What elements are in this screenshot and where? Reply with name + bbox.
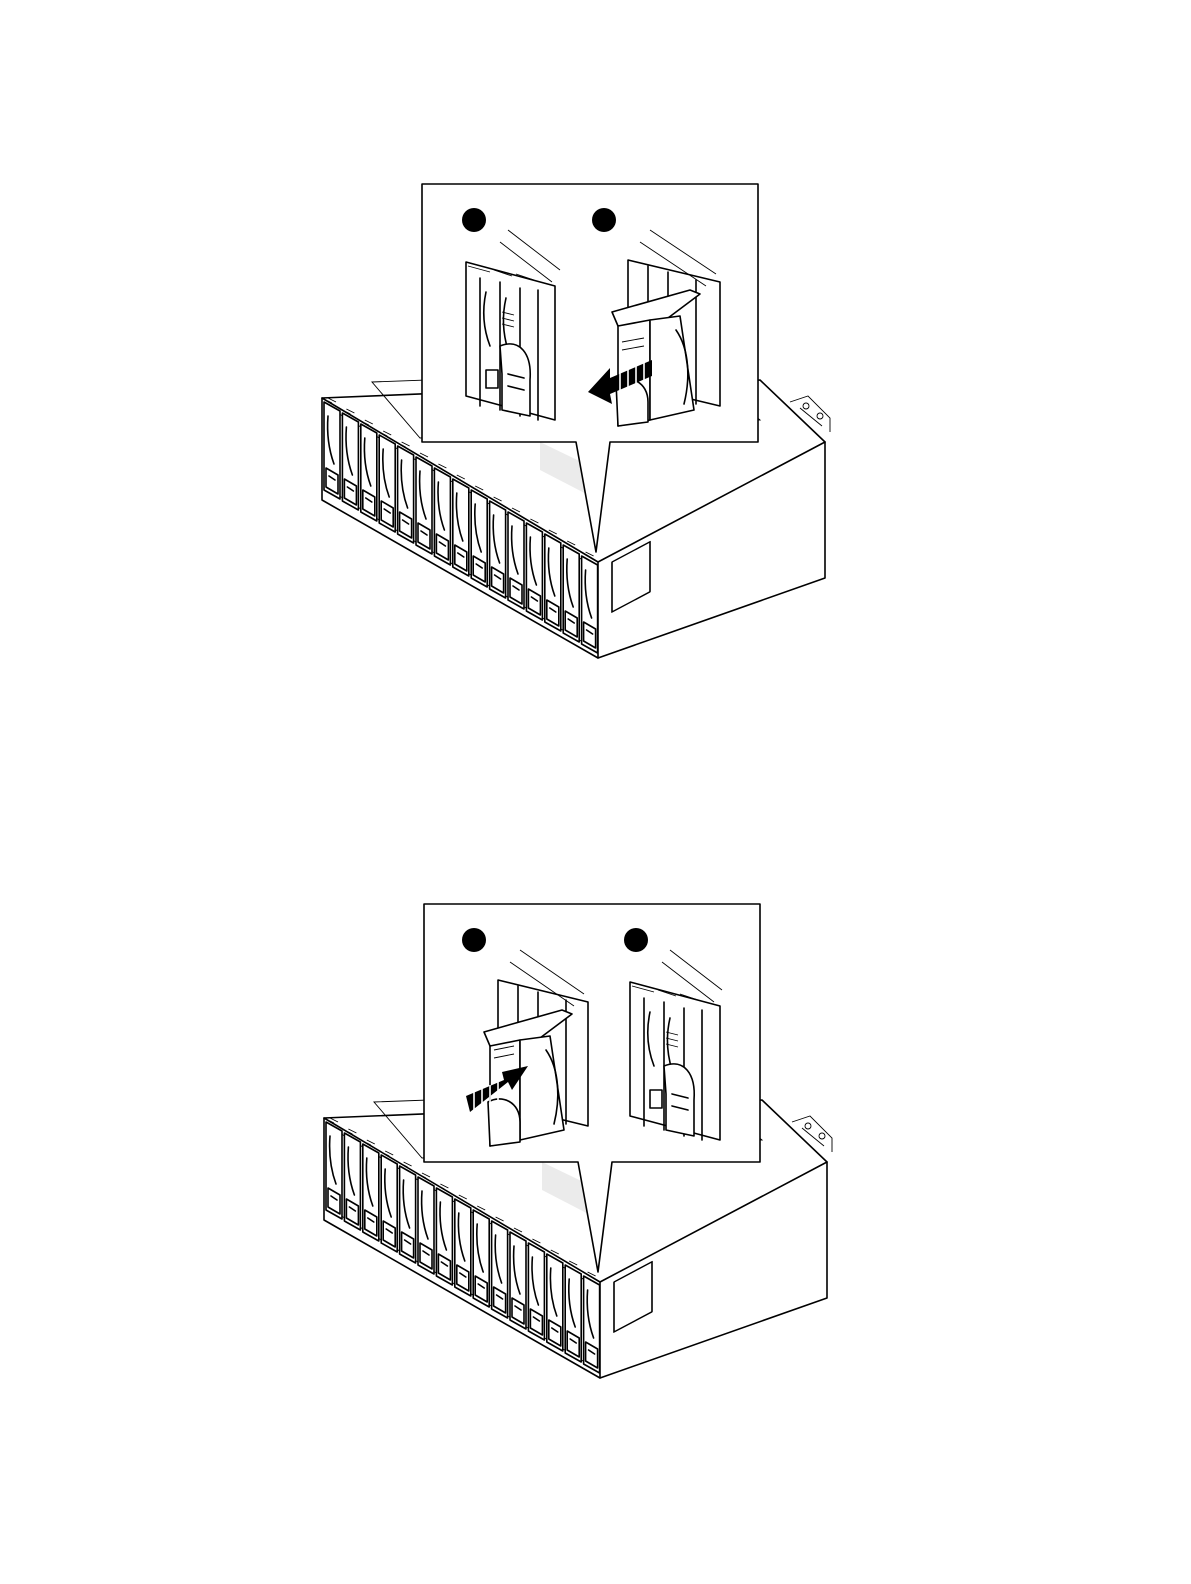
step-marker-1 bbox=[462, 928, 486, 952]
drive-bay bbox=[436, 1184, 452, 1285]
drive-bay bbox=[563, 541, 579, 642]
drive-bay bbox=[526, 519, 542, 620]
drive-bay bbox=[398, 442, 414, 543]
drive-bay bbox=[324, 398, 340, 499]
drive-bay bbox=[528, 1239, 544, 1340]
drive-bay bbox=[545, 530, 561, 631]
drive-bay bbox=[361, 420, 377, 521]
drive-bay bbox=[453, 475, 469, 576]
drive-bay bbox=[508, 508, 524, 609]
install-drive-figure bbox=[0, 890, 1191, 1390]
drive-bay bbox=[455, 1195, 471, 1296]
remove-drive-figure bbox=[0, 170, 1191, 670]
install-drive-diagram bbox=[0, 890, 1191, 1390]
drive-bay bbox=[582, 552, 598, 653]
step-marker-2 bbox=[624, 928, 648, 952]
step-marker-2 bbox=[592, 208, 616, 232]
drive-bay bbox=[400, 1162, 416, 1263]
drive-bay bbox=[344, 1129, 360, 1230]
drive-bay bbox=[547, 1250, 563, 1351]
drive-bay bbox=[363, 1140, 379, 1241]
drive-bay bbox=[471, 486, 487, 587]
drive-bay bbox=[381, 1151, 397, 1252]
drive-bay bbox=[416, 453, 432, 554]
remove-drive-diagram bbox=[0, 170, 1191, 670]
drive-bay bbox=[418, 1173, 434, 1274]
drive-bay bbox=[492, 1217, 508, 1318]
drive-bay bbox=[565, 1261, 581, 1362]
drive-bay bbox=[584, 1272, 600, 1373]
drive-bay bbox=[342, 409, 358, 510]
drive-bay bbox=[473, 1206, 489, 1307]
drive-bay bbox=[434, 464, 450, 565]
drive-bay bbox=[379, 431, 395, 532]
drive-bay bbox=[510, 1228, 526, 1329]
step-marker-1 bbox=[462, 208, 486, 232]
drive-bay bbox=[326, 1118, 342, 1219]
drive-bay bbox=[490, 497, 506, 598]
